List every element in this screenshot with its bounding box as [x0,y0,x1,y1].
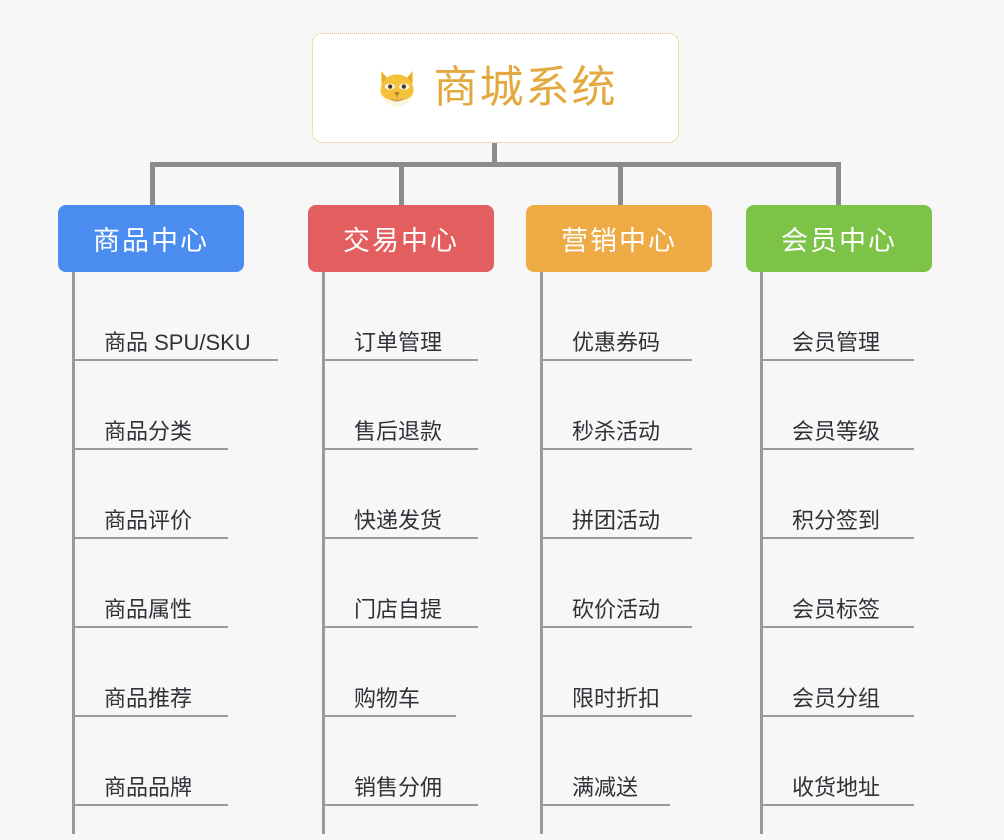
leaf-item[interactable]: 门店自提 [322,539,478,628]
leaf-label: 收货地址 [792,774,881,800]
leaf-item[interactable]: 商品属性 [72,539,228,628]
category-label-1: 商品中心 [93,226,209,256]
leaf-item[interactable]: 商品评价 [72,450,228,539]
leaf-item[interactable]: 会员标签 [760,539,914,628]
category-box-3[interactable]: 营销中心 [526,205,712,272]
category-box-4[interactable]: 会员中心 [746,205,932,272]
leaf-item[interactable]: 订单管理 [322,272,478,361]
leaf-item[interactable]: 快递发货 [322,450,478,539]
leaf-label: 快递发货 [354,507,443,533]
leaf-item[interactable]: 售后退款 [322,361,478,450]
leaf-label: 商品评价 [104,507,193,533]
leaf-item[interactable]: 优惠券码 [540,272,692,361]
leaf-item[interactable]: 满减送 [540,717,670,806]
leaf-label: 商品分类 [104,418,193,444]
category-box-2[interactable]: 交易中心 [308,205,494,272]
connector-drop-2 [399,162,404,207]
root-node[interactable]: 商城系统 [312,33,679,143]
category-label-4: 会员中心 [781,226,897,256]
leaf-label: 砍价活动 [572,596,661,622]
leaf-label: 优惠券码 [572,329,661,355]
leaf-item[interactable]: 购物车 [322,628,456,717]
leaf-item[interactable]: 砍价活动 [540,539,692,628]
leaf-item[interactable]: 销售分佣 [322,717,478,806]
leaf-label: 商品属性 [104,596,193,622]
connector-root-stem [492,143,497,165]
leaf-item[interactable]: 拼团活动 [540,450,692,539]
leaf-label: 会员标签 [792,596,881,622]
leaf-item[interactable]: 商品 SPU/SKU [72,272,278,361]
leaf-label: 商品品牌 [104,774,193,800]
leaf-spine-2 [322,272,325,834]
category-label-2: 交易中心 [343,226,459,256]
leaf-item[interactable]: 商品品牌 [72,717,228,806]
leaf-label: 满减送 [572,774,639,800]
leaf-label: 销售分佣 [354,774,443,800]
leaf-spine-1 [72,272,75,834]
leaf-item[interactable]: 商品分类 [72,361,228,450]
connector-drop-4 [836,162,841,207]
leaf-item[interactable]: 积分签到 [760,450,914,539]
leaf-label: 购物车 [354,685,421,711]
leaf-label: 商品推荐 [104,685,193,711]
category-box-1[interactable]: 商品中心 [58,205,244,272]
leaf-spine-3 [540,272,543,834]
leaf-label: 限时折扣 [572,685,661,711]
leaf-label: 拼团活动 [572,507,661,533]
leaf-label: 订单管理 [354,329,443,355]
leaf-item[interactable]: 会员等级 [760,361,914,450]
leaf-item[interactable]: 会员分组 [760,628,914,717]
leaf-label: 门店自提 [354,596,443,622]
leaf-item[interactable]: 商品推荐 [72,628,228,717]
leaf-label: 售后退款 [354,418,443,444]
connector-drop-3 [618,162,623,207]
connector-drop-1 [150,162,155,207]
root-title: 商城系统 [433,63,618,112]
leaf-item[interactable]: 会员管理 [760,272,914,361]
leaf-item[interactable]: 秒杀活动 [540,361,692,450]
category-label-3: 营销中心 [561,226,677,256]
leaf-item[interactable]: 收货地址 [760,717,914,806]
leaf-label: 商品 SPU/SKU [104,329,251,355]
shiba-dog-emoji [374,65,420,111]
leaf-label: 会员管理 [792,329,881,355]
leaf-item[interactable]: 限时折扣 [540,628,692,717]
leaf-label: 会员等级 [792,418,881,444]
leaf-label: 积分签到 [792,507,881,533]
leaf-label: 会员分组 [792,685,881,711]
leaf-spine-4 [760,272,763,834]
leaf-label: 秒杀活动 [572,418,661,444]
connector-horizontal-bus [150,162,841,167]
